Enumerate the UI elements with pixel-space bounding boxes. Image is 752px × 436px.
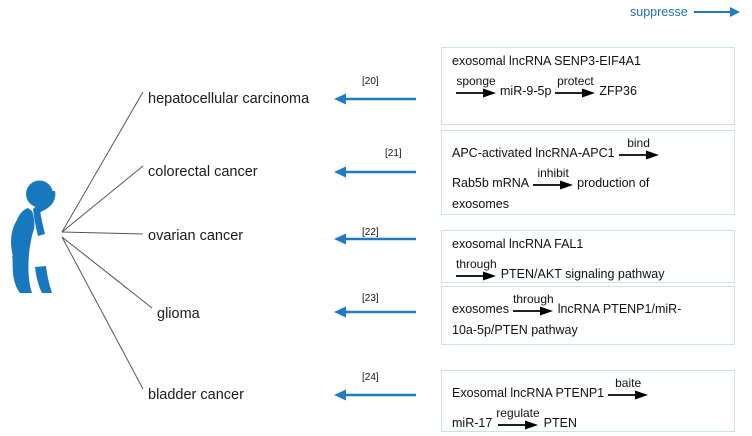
- mechanism-line: 10a-5p/PTEN pathway: [452, 323, 726, 337]
- legend-label: suppresse: [630, 5, 688, 19]
- mechanism-line: Rab5b mRNA inhibit production of: [452, 167, 726, 190]
- labelled-arrow: through: [513, 293, 554, 316]
- arrow-label: through: [456, 257, 497, 272]
- labelled-arrow: inhibit: [533, 166, 574, 190]
- labelled-arrow: protect: [555, 74, 596, 98]
- cancer-label-colorectal-cancer: colorectal cancer: [148, 164, 258, 180]
- mechanism-text: Rab5b mRNA: [452, 175, 530, 190]
- mechanism-text: exosomal lncRNA FAL1: [452, 237, 584, 251]
- mechanism-text: exosomes: [452, 197, 509, 211]
- mechanism-text: lncRNA PTENP1/miR-: [557, 301, 682, 316]
- arrow-label: bind: [627, 136, 650, 150]
- mechanism-line: exosomal lncRNA FAL1: [452, 237, 726, 251]
- mechanism-text: miR-17: [452, 415, 493, 430]
- reference-marker-20: [20]: [362, 76, 379, 87]
- right-arrow-icon: [608, 390, 649, 400]
- arrow-label: through: [512, 292, 554, 306]
- mechanism-text: PTEN/AKT signaling pathway: [500, 267, 665, 281]
- mechanism-text: miR-9-5p: [500, 84, 552, 98]
- mechanism-text: ZFP36: [599, 84, 637, 98]
- arrow-label: inhibit: [537, 166, 569, 180]
- arrow-label: baite: [615, 376, 642, 390]
- arrow-label: sponge: [456, 74, 496, 89]
- cancer-label-hepatocellular-carcinoma: hepatocellular carcinoma: [148, 91, 310, 107]
- mechanism-line: APC-activated lncRNA-APC1 bind: [452, 137, 726, 160]
- cancer-label-ovarian-cancer: ovarian cancer: [148, 228, 244, 244]
- arrow-label: regulate: [496, 406, 540, 420]
- mechanism-text: PTEN: [543, 415, 578, 430]
- mechanism-line: exosomes: [452, 197, 726, 211]
- right-arrow-icon: [497, 420, 538, 430]
- mechanism-text: 10a-5p/PTEN pathway: [452, 323, 578, 337]
- cancer-label-bladder-cancer: bladder cancer: [148, 387, 244, 403]
- arrow-label: protect: [557, 74, 594, 89]
- right-arrow-icon: [456, 271, 497, 281]
- cancer-label-glioma: glioma: [157, 306, 200, 322]
- right-arrow-icon: [555, 88, 596, 98]
- mechanism-text: APC-activated lncRNA-APC1: [452, 145, 615, 160]
- suppression-arrow-hepatocellular-carcinoma: [334, 93, 416, 105]
- mechanism-line: Exosomal lncRNA PTENP1 baite: [452, 377, 726, 400]
- legend: suppresse: [630, 0, 752, 24]
- labelled-arrow: regulate: [496, 406, 540, 430]
- right-arrow-icon: [513, 306, 554, 316]
- coughing-person-icon: [11, 180, 56, 293]
- suppression-arrow-colorectal-cancer: [334, 166, 416, 178]
- right-arrow-icon: [533, 180, 574, 190]
- right-arrow-icon: [456, 88, 496, 98]
- mechanism-text: exosomal lncRNA SENP3-EIF4A1: [452, 54, 641, 68]
- suppression-arrow-ovarian-cancer: [334, 233, 416, 245]
- suppression-arrow-bladder-cancer: [334, 389, 416, 401]
- reference-marker-24: [24]: [362, 372, 379, 383]
- right-arrow-icon: [693, 7, 740, 17]
- reference-marker-22: [22]: [362, 227, 379, 238]
- right-arrow-icon: [618, 150, 659, 160]
- labelled-arrow: bind: [618, 136, 659, 160]
- reference-marker-21: [21]: [385, 148, 402, 159]
- labelled-arrow: baite: [608, 376, 649, 400]
- mechanism-text: exosomes: [452, 301, 509, 316]
- labelled-arrow: through: [456, 258, 497, 281]
- mechanism-box-hepatocellular-carcinoma: exosomal lncRNA SENP3-EIF4A1 sponge miR-9-…: [441, 47, 735, 125]
- labelled-arrow: sponge: [456, 75, 496, 98]
- mechanism-text: Exosomal lncRNA PTENP1: [452, 385, 605, 400]
- suppression-arrow-glioma: [334, 306, 416, 318]
- mechanism-line: exosomal lncRNA SENP3-EIF4A1: [452, 54, 726, 68]
- mechanism-text: production of: [577, 175, 650, 190]
- reference-marker-23: [23]: [362, 293, 379, 304]
